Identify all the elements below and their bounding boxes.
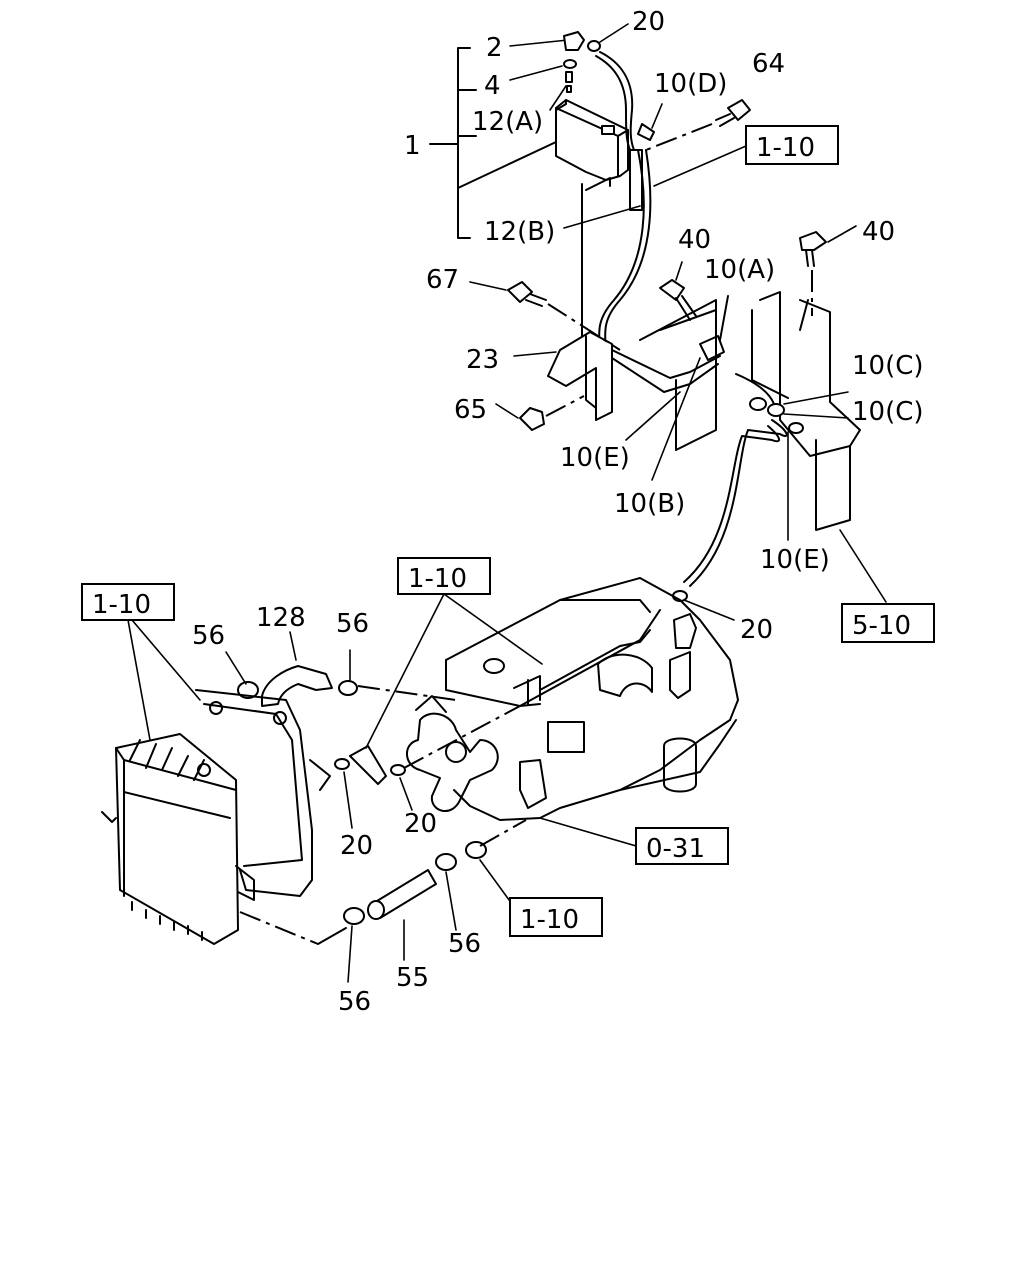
label-part-10b: 10(B) (614, 489, 685, 519)
label-part-20-c: 20 (340, 831, 373, 861)
label-part-40-left: 40 (678, 225, 711, 255)
label-part-20-top: 20 (632, 7, 665, 37)
ref-box-top (745, 125, 839, 165)
ref-box-5-10 (841, 603, 935, 643)
label-part-23: 23 (466, 345, 499, 375)
hoses (225, 631, 527, 983)
radiator (101, 689, 331, 945)
ref-box-left (81, 583, 175, 621)
label-part-67: 67 (426, 265, 459, 295)
ref-box-bottom (509, 897, 603, 937)
ref-label-mid: 1-10 (408, 564, 467, 594)
label-part-56-c: 56 (448, 929, 481, 959)
label-part-40-right: 40 (862, 217, 895, 247)
part-labels: 1 2 4 12(A) 12(B) 20 10(D) 64 40 40 10(A… (192, 7, 924, 1017)
reference-boxes (81, 125, 935, 937)
ref-label-5-10: 5-10 (852, 611, 911, 641)
label-part-10a: 10(A) (704, 255, 775, 285)
label-part-10e-left: 10(E) (560, 443, 630, 473)
reservoir-assembly (429, 23, 887, 621)
label-part-10e-right: 10(E) (760, 545, 830, 575)
label-part-64: 64 (752, 49, 785, 79)
ref-label-left: 1-10 (92, 590, 151, 620)
ref-label-0-31: 0-31 (646, 834, 705, 864)
label-part-56-b: 56 (336, 609, 369, 639)
ref-label-top: 1-10 (756, 133, 815, 163)
label-part-10c-1: 10(C) (852, 351, 924, 381)
label-part-56-d: 56 (338, 987, 371, 1017)
engine (406, 577, 739, 821)
label-part-1: 1 (404, 131, 421, 161)
label-part-65: 65 (454, 395, 487, 425)
label-part-12b: 12(B) (484, 217, 555, 247)
label-part-12a: 12(A) (472, 107, 543, 137)
label-part-4: 4 (484, 71, 501, 101)
label-part-20-d: 20 (404, 809, 437, 839)
label-part-20-mid: 20 (740, 615, 773, 645)
label-part-55: 55 (396, 963, 429, 993)
label-part-56-a: 56 (192, 621, 225, 651)
reference-labels: 1-10 5-10 1-10 1-10 0-31 1-10 (92, 133, 911, 935)
label-part-10c-2: 10(C) (852, 397, 924, 427)
label-part-128: 128 (256, 603, 306, 633)
label-part-2: 2 (486, 33, 503, 63)
ref-label-bottom: 1-10 (520, 905, 579, 935)
label-part-10d: 10(D) (654, 69, 727, 99)
